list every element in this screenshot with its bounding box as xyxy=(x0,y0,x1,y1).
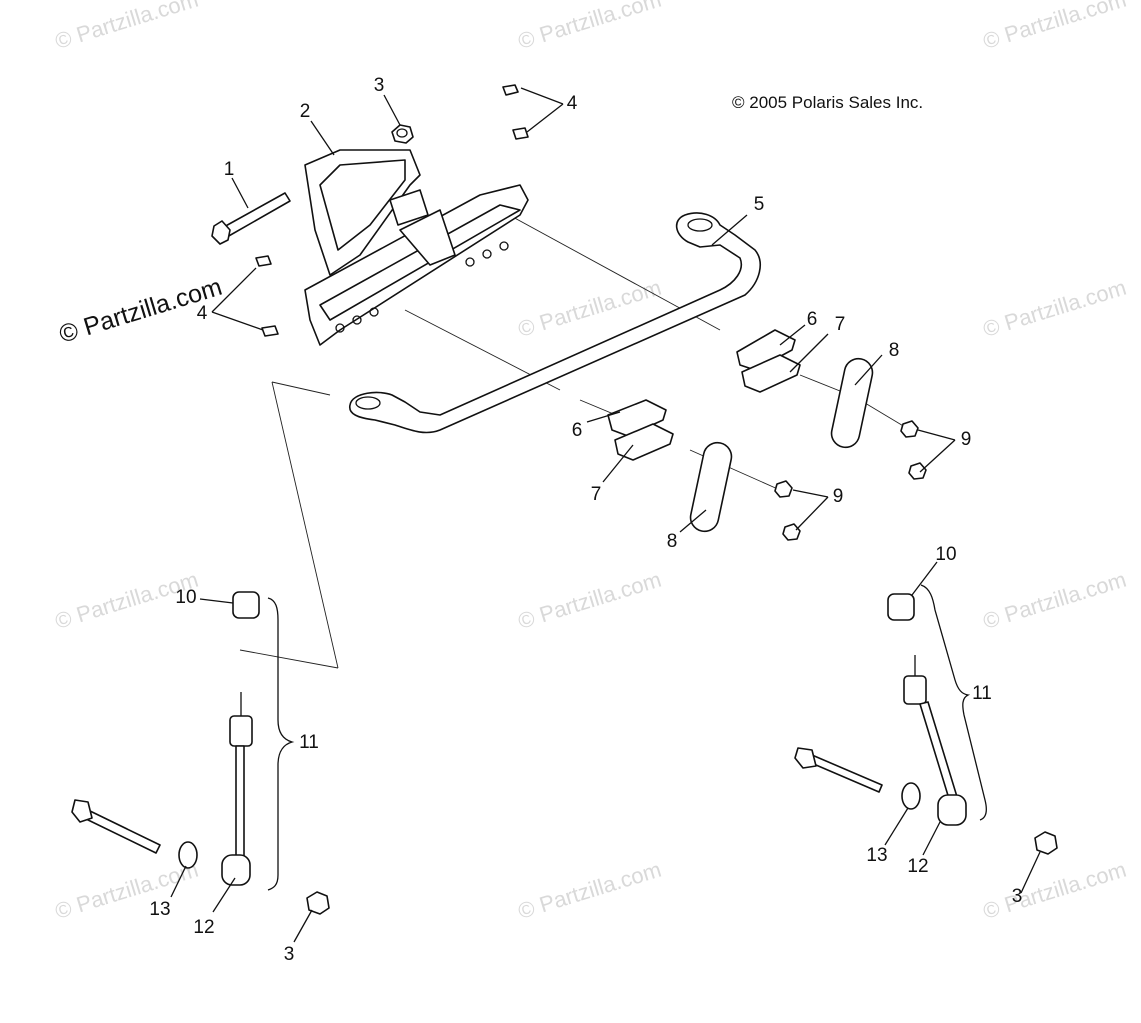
plate-part-8 xyxy=(689,357,874,533)
copyright-text: © 2005 Polaris Sales Inc. xyxy=(732,93,924,112)
callout-13-right: 13 xyxy=(866,845,888,866)
bracket-part-2 xyxy=(304,149,529,346)
callout-10: 10 xyxy=(175,587,197,608)
bushing-part-6 xyxy=(607,329,796,437)
callout-8-lower: 8 xyxy=(666,531,678,552)
bolt-part-4 xyxy=(255,84,529,337)
callout-5: 5 xyxy=(753,194,765,215)
link-part-12 xyxy=(221,655,967,886)
bracket-brace-11 xyxy=(267,584,987,891)
callout-9-lower: 9 xyxy=(832,486,844,507)
callout-2: 2 xyxy=(299,101,311,122)
callout-7-lower: 7 xyxy=(590,484,602,505)
callout-8: 8 xyxy=(888,340,900,361)
callout-3-lower-left: 3 xyxy=(283,944,295,965)
callout-7: 7 xyxy=(834,314,846,335)
bolt-part-lower xyxy=(71,747,883,854)
callout-11: 11 xyxy=(299,732,319,753)
callout-3-lower-right: 3 xyxy=(1011,886,1023,907)
bushing-part-7 xyxy=(614,354,801,461)
washer-part-13 xyxy=(178,782,921,869)
callout-3: 3 xyxy=(373,75,385,96)
callout-10-right: 10 xyxy=(935,544,957,565)
nut-part-9 xyxy=(774,420,927,541)
bushing-part-10 xyxy=(232,591,915,621)
nut-part-3-lower xyxy=(306,831,1058,915)
callout-11-right: 11 xyxy=(972,683,992,704)
callout-4: 4 xyxy=(566,93,578,114)
bolt-part-1 xyxy=(211,192,291,245)
callout-leader-lines xyxy=(170,87,1041,943)
nut-part-3 xyxy=(391,124,414,144)
callout-9: 9 xyxy=(960,429,972,450)
callout-4-left: 4 xyxy=(196,303,208,324)
callout-12-right: 12 xyxy=(907,856,929,877)
callout-1: 1 xyxy=(223,159,235,180)
callout-6-lower: 6 xyxy=(571,420,583,441)
callout-6: 6 xyxy=(806,309,818,330)
sway-bar-part-5 xyxy=(349,212,761,434)
callout-12: 12 xyxy=(193,917,215,938)
callout-13: 13 xyxy=(149,899,171,920)
